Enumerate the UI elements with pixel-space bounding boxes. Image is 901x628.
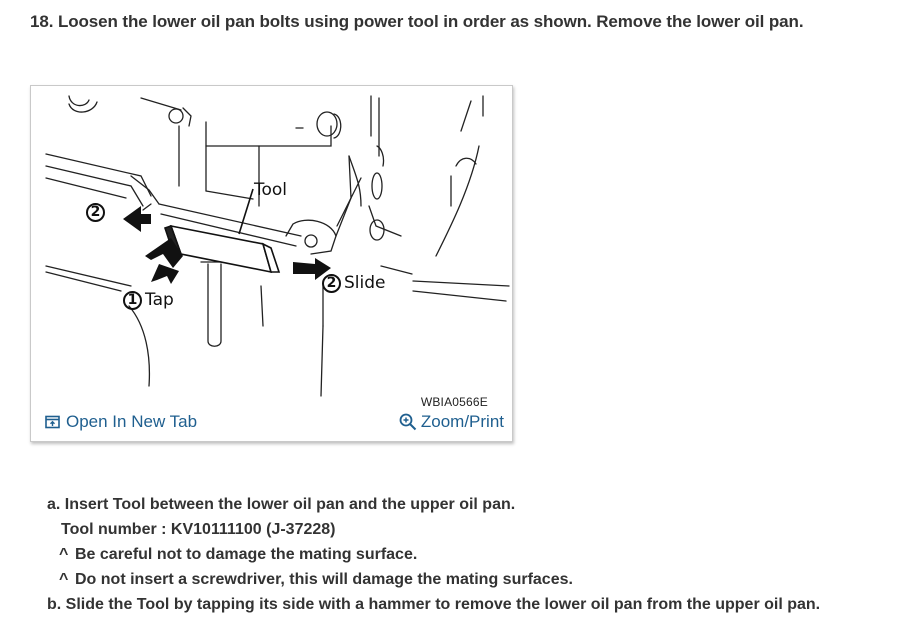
caret-bullet: ^: [59, 571, 69, 588]
zoom-print-label: Zoom/Print: [420, 412, 504, 431]
tool-number: Tool number : KV10111100 (J-37228): [61, 521, 336, 538]
callout-slide-number: 2: [322, 273, 341, 293]
open-in-new-tab-label: Open In New Tab: [66, 412, 198, 431]
open-new-tab-icon: [45, 415, 60, 429]
instruction-b: b. Slide the Tool by tapping its side wi…: [47, 596, 821, 613]
tool-label-text: Tool: [254, 180, 288, 200]
note-2: ^ Do not insert a screwdriver, this will …: [47, 567, 820, 592]
callout-left-number: 2: [86, 202, 105, 222]
note-1-text: Be careful not to damage the mating surf…: [75, 546, 418, 563]
callout-left-2: 2: [86, 202, 108, 222]
note-1: ^ Be careful not to damage the mating sur…: [47, 542, 820, 567]
open-in-new-tab-link[interactable]: Open In New Tab: [45, 412, 197, 432]
callout-tap-number: 1: [123, 290, 142, 310]
note-2-text: Do not insert a screwdriver, this will d…: [75, 571, 573, 588]
caret-bullet: ^: [59, 546, 69, 563]
zoom-print-link[interactable]: Zoom/Print: [399, 412, 504, 432]
tool-label: Tool: [254, 180, 287, 200]
instruction-a: a. Insert Tool between the lower oil pan…: [47, 496, 516, 513]
callout-tap-text: Tap: [145, 290, 174, 310]
step-title: 18. Loosen the lower oil pan bolts using…: [30, 12, 804, 31]
zoom-in-icon: [399, 413, 417, 431]
oil-pan-illustration: [45, 95, 510, 397]
callout-slide-text: Slide: [344, 273, 386, 293]
figure-code: WBIA0566E: [420, 395, 488, 409]
instructions: a. Insert Tool between the lower oil pan…: [47, 492, 820, 617]
